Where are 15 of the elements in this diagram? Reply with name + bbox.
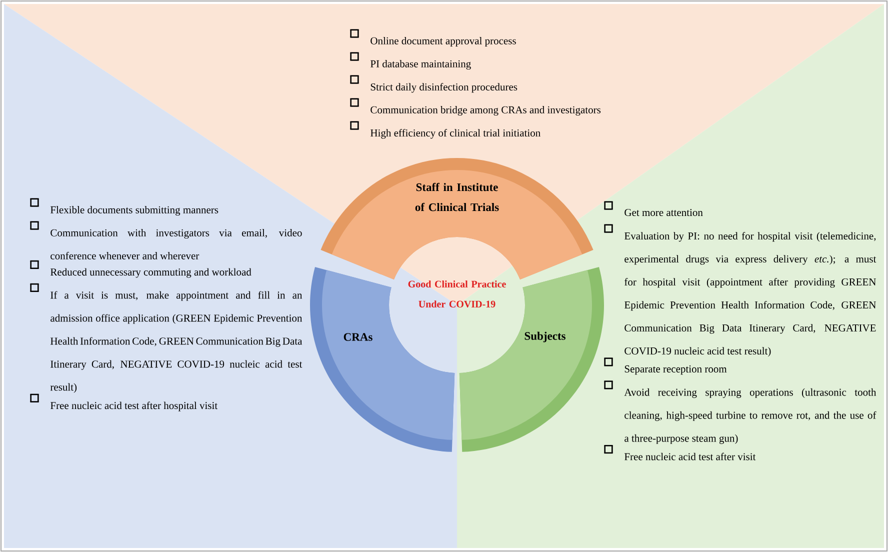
list-item: Strict daily disinfection procedures (350, 75, 518, 93)
list-item: Free nucleic acid test after visit (604, 444, 756, 460)
list-item: Separate reception room (604, 358, 727, 375)
list-item: Flexible documents submitting manners (30, 198, 218, 216)
list-item: Reduced unnecessary commuting and workload (30, 260, 252, 278)
list-item: Free nucleic acid test after hospital visit (30, 394, 218, 412)
list-item: Evaluation by PI: no need for hospital visit (telemedicine, experimental drugs via express delivery etc.); a must for hospital visit (appointment after providing GREEN Epidemic Prevention Health Information Code, GREEN Communication Big Data Itinerary Card, NEGATIVE COVID-19 nucleic acid test result) (604, 224, 876, 357)
list-item: High efficiency of clinical trial initiation (350, 121, 540, 139)
list-item: PI database maintaining (350, 52, 471, 70)
list-item: Communication bridge among CRAs and investigators (350, 98, 601, 116)
list-item: Online document approval process (350, 29, 516, 46)
list-item: If a visit is must, make appointment and fill in an admission office application (GREEN Epidemic Prevention Health Information Code, GREEN Communication Big Data Itinerary Card, NEGATIVE COVID-19 nucleic acid test result) (30, 283, 302, 393)
list-item: Avoid receiving spraying operations (ultrasonic tooth cleaning, high-speed turbine to remove rot, and the use of a three-purpose steam gun) (604, 380, 876, 444)
list-item: Get more attention (604, 201, 703, 216)
list-item: Communication with investigators via email, video conference whenever and wherever (30, 221, 302, 260)
